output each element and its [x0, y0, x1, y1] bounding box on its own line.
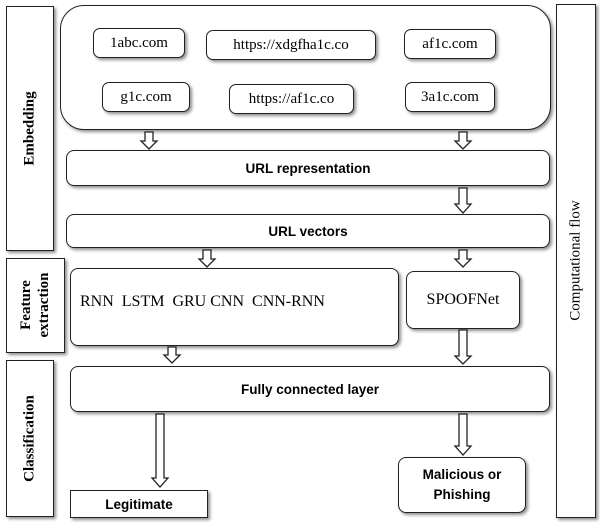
arrow-icon — [453, 131, 473, 150]
embedding-section-box — [6, 6, 54, 251]
url-vectors-box: URL vectors — [66, 214, 550, 248]
spoofnet-label: SPOOFNet — [426, 291, 500, 308]
url-representation-label: URL representation — [245, 160, 371, 176]
arrow-icon — [150, 413, 170, 488]
arrow-icon — [197, 249, 217, 268]
fully-connected-layer-label: Fully connected layer — [240, 381, 380, 397]
arrow-icon — [453, 249, 473, 268]
fully-connected-layer-box: Fully connected layer — [70, 366, 550, 412]
arrow-icon — [162, 346, 182, 364]
deep-models-box — [70, 268, 399, 346]
model-cnn-rnn-label: CNN-RNN — [252, 293, 325, 310]
legitimate-label: Legitimate — [105, 496, 173, 512]
model-cnn-label: CNN — [210, 293, 245, 310]
deep-models-row: RNN LSTM GRU CNN CNN-RNN — [80, 293, 396, 311]
arrow-icon — [453, 413, 473, 456]
spoofnet-box: SPOOFNet — [406, 271, 520, 329]
arrow-icon — [139, 131, 159, 150]
legitimate-output-box: Legitimate — [70, 490, 208, 518]
malicious-label-line2: Phishing — [433, 487, 491, 502]
computational-flow-box — [556, 4, 596, 518]
url-box: 1abc.com — [93, 28, 185, 58]
model-gru-label: GRU — [172, 293, 207, 310]
url-representation-box: URL representation — [66, 150, 550, 186]
url-box: https://af1c.co — [229, 84, 354, 114]
url-box: 3a1c.com — [405, 82, 495, 112]
url-vectors-label: URL vectors — [268, 223, 348, 239]
arrow-icon — [453, 187, 473, 214]
malicious-output-box: Malicious or Phishing — [398, 457, 526, 513]
url-box: af1c.com — [404, 29, 496, 59]
url-box: https://xdgfha1c.co — [206, 30, 376, 60]
classification-section-box — [6, 360, 54, 517]
model-lstm-label: LSTM — [121, 293, 165, 310]
arrow-icon — [453, 329, 473, 365]
malicious-label-line1: Malicious or — [422, 467, 502, 482]
feature-extraction-section-box — [6, 258, 65, 353]
url-box: g1c.com — [102, 82, 190, 112]
model-rnn-label: RNN — [80, 293, 114, 310]
